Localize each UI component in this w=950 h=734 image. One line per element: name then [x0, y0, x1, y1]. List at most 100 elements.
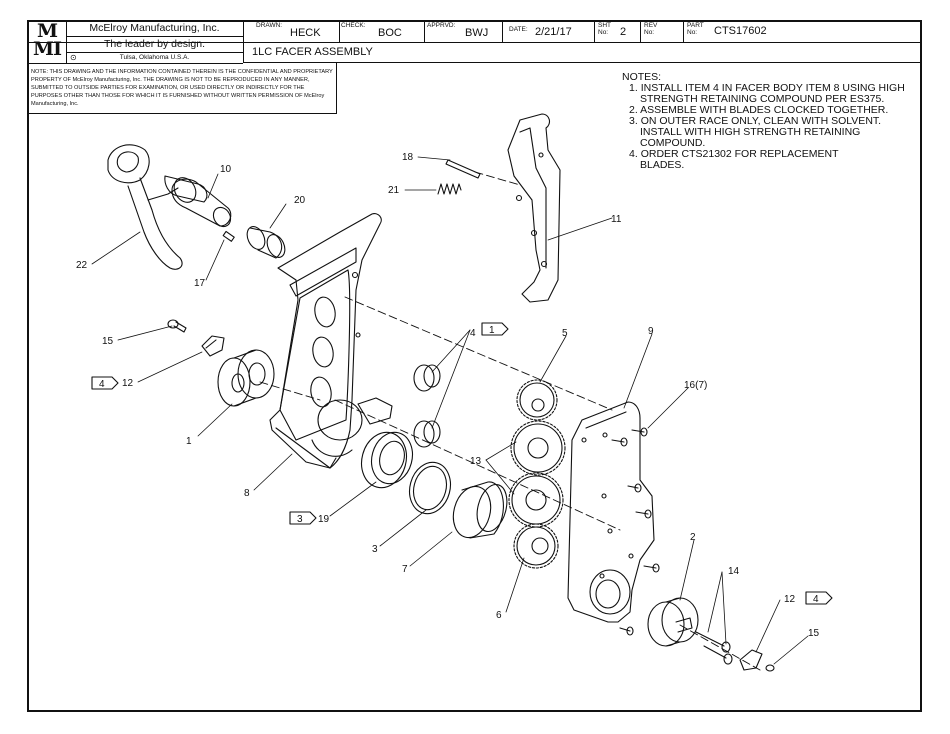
notes-block: NOTES: 1. INSTALL ITEM 4 IN FACER BODY I… [622, 72, 905, 171]
spring-part-21 [437, 183, 462, 195]
collar-part-2 [647, 597, 699, 647]
check-label: CHECK: [341, 22, 366, 29]
company-name: McElroy Manufacturing, Inc. [89, 22, 220, 34]
note-4: 4. ORDER CTS21302 FOR REPLACEMENT [622, 149, 905, 160]
callout-3: 3 [372, 544, 378, 555]
callout-21: 21 [388, 185, 400, 196]
callout-14: 14 [728, 566, 740, 577]
note-3-cont2: COMPOUND. [640, 137, 706, 149]
company-address: Tulsa, Oklahoma U.S.A. [119, 54, 190, 61]
title-block-line [339, 20, 340, 42]
note-text: ON OUTER RACE ONLY, CLEAN WITH SOLVENT. [640, 115, 882, 127]
callout-9: 9 [648, 326, 654, 337]
insert-part-4 [413, 364, 441, 448]
date-value: 2/21/17 [535, 26, 572, 38]
callout-15-right: 15 [808, 628, 820, 639]
clip-part-12-right [739, 649, 763, 671]
callout-22: 22 [76, 260, 88, 271]
clip-part-12-left [201, 335, 225, 357]
callout-18: 18 [402, 152, 414, 163]
svg-text:4: 4 [99, 379, 105, 390]
note-text: ASSEMBLE WITH BLADES CLOCKED TOGETHER. [640, 104, 889, 116]
logo-text-top: M [36, 20, 58, 42]
callout-17: 17 [194, 278, 206, 289]
note-1-cont: STRENGTH RETAINING COMPOUND PER ES375. [640, 93, 885, 105]
note-text: ORDER CTS21302 FOR REPLACEMENT [640, 148, 839, 160]
retaining-ring-part-3 [408, 461, 452, 515]
sheet-label: SHT No: [598, 22, 611, 36]
callout-7: 7 [402, 564, 408, 575]
note-1: 1. INSTALL ITEM 4 IN FACER BODY ITEM 8 U… [622, 83, 905, 94]
notice-box-line [336, 63, 337, 113]
title-block-line [683, 20, 684, 42]
bearing-part-19 [360, 431, 414, 489]
screws-part-16 [611, 427, 660, 636]
drawn-value: HECK [290, 27, 321, 39]
note-text: INSTALL ITEM 4 IN FACER BODY ITEM 8 USIN… [640, 82, 905, 94]
callout-8: 8 [244, 488, 250, 499]
title-block-line [243, 20, 244, 63]
callout-19: 19 [318, 514, 330, 525]
note-flag-d: 4 [805, 591, 833, 605]
screw-part-15-left [167, 319, 187, 333]
pin-part-18 [445, 159, 481, 179]
leader-lines [91, 156, 809, 665]
callout-6: 6 [496, 610, 502, 621]
title-block-line [640, 20, 641, 42]
svg-text:4: 4 [813, 594, 819, 605]
screws-part-14 [695, 631, 733, 665]
svg-text:3: 3 [297, 514, 303, 525]
note-3-cont: INSTALL WITH HIGH STRENGTH RETAINING [640, 126, 861, 138]
note-3: 3. ON OUTER RACE ONLY, CLEAN WITH SOLVEN… [622, 116, 905, 127]
callout-15-left: 15 [102, 336, 114, 347]
company-logo: M MI [29, 22, 65, 60]
sleeve-part-7 [452, 481, 508, 539]
gear-stack-parts-5-13-6 [508, 379, 566, 569]
notes-heading: NOTES: [622, 71, 662, 83]
cutter-holder-part-1 [217, 349, 275, 407]
callout-13: 13 [470, 456, 482, 467]
part-label: PART No: [687, 22, 704, 36]
rev-label: REV No: [644, 22, 658, 36]
company-slogan: The leader by design. [104, 38, 205, 50]
callout-11: 11 [611, 214, 622, 225]
note-flag-b: 4 [91, 376, 119, 390]
shaft-part-10 [171, 177, 232, 228]
title-block-line [27, 63, 243, 64]
callout-12-right: 12 [784, 594, 796, 605]
note-4-cont: BLADES. [640, 159, 685, 171]
title-block-line [594, 20, 595, 42]
drawing-title: 1LC FACER ASSEMBLY [252, 46, 373, 58]
note-2: 2. ASSEMBLE WITH BLADES CLOCKED TOGETHER… [622, 105, 905, 116]
registered-mark-icon: ⊙ [70, 53, 77, 62]
notice-box-line [27, 113, 337, 114]
drawing-border [27, 20, 922, 712]
key-part-17 [222, 230, 235, 242]
part-value: CTS17602 [714, 25, 767, 37]
note-flag-a: 1 [481, 322, 509, 336]
title-block-line [66, 20, 67, 63]
apprvd-value: BWJ [465, 27, 489, 39]
bushing-part-20 [246, 226, 286, 259]
date-label: DATE: [509, 26, 528, 33]
callout-4: 4 [470, 328, 476, 339]
title-block-line [66, 36, 243, 37]
screw-part-15-right [765, 664, 775, 672]
confidential-notice: NOTE: THIS DRAWING AND THE INFORMATION C… [31, 69, 333, 107]
sheet-value: 2 [620, 26, 627, 38]
callout-2: 2 [690, 532, 696, 543]
title-block-line [243, 62, 922, 63]
gear-stack-outlines [511, 382, 563, 566]
note-flag-c: 3 [289, 511, 317, 525]
note-number: 3. [629, 115, 638, 127]
logo-text-bottom: MI [33, 38, 62, 60]
note-number: 1. [629, 82, 638, 94]
title-block-line [502, 20, 503, 42]
callout-5: 5 [562, 328, 568, 339]
check-value: BOC [378, 27, 402, 39]
note-number: 4. [629, 148, 638, 160]
svg-text:1: 1 [489, 325, 495, 336]
plate-part-9 [567, 401, 655, 623]
facer-body-part-8 [269, 213, 393, 469]
